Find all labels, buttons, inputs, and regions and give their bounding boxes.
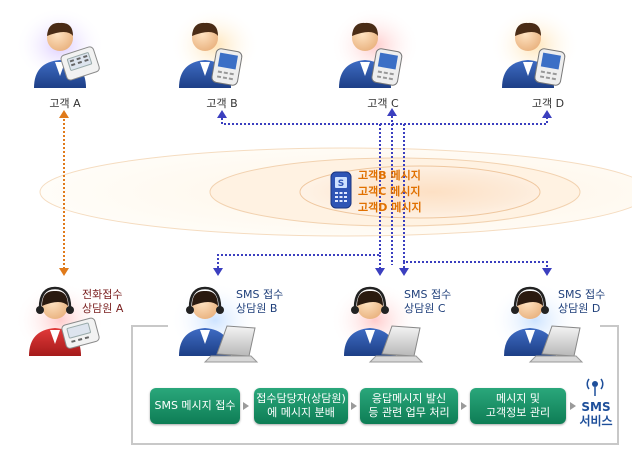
customer-b-figure	[179, 22, 243, 88]
inner-ellipse	[299, 165, 541, 219]
message-customer-d: 고객D 메시지	[358, 201, 422, 214]
customer-c-figure	[339, 22, 403, 88]
customer-c-label: 고객 C	[367, 97, 399, 110]
agent-a-label: 전화접수 상담원 A	[82, 288, 124, 315]
headset-icon	[188, 286, 222, 309]
step-distribute: 접수담당자(상담원) 에 메시지 분배	[254, 388, 348, 424]
step-reply-process: 응답메시지 발신 등 관련 업무 처리	[360, 388, 458, 424]
customer-d-label: 고객 D	[531, 97, 565, 110]
desk-phone-icon	[61, 317, 100, 349]
customer-d-figure	[502, 22, 566, 88]
laptop-icon	[203, 325, 259, 363]
step-sms-receive: SMS 메시지 접수	[150, 388, 240, 424]
sms-flow-lines	[217, 112, 548, 270]
laptop-icon	[368, 325, 424, 363]
agent-b-figure	[179, 286, 259, 363]
agent-d-figure	[504, 286, 584, 363]
customer-a-label: 고객 A	[49, 97, 81, 110]
headset-icon	[513, 286, 547, 309]
message-list: 고객B 메시지 고객C 메시지 고객D 메시지	[358, 168, 422, 216]
antenna-icon	[586, 378, 604, 396]
process-frame	[131, 325, 619, 445]
svg-text:S: S	[338, 179, 344, 189]
agent-d-label: SMS 접수 상담원 D	[558, 288, 606, 315]
cellphone-icon	[371, 48, 403, 86]
cellphone-icon	[211, 48, 243, 86]
sms-service-label: SMS 서비스	[579, 400, 613, 428]
agent-b-label: SMS 접수 상담원 B	[236, 288, 284, 315]
message-customer-b: 고객B 메시지	[358, 169, 421, 182]
message-customer-c: 고객C 메시지	[358, 185, 421, 198]
agent-c-figure	[344, 286, 424, 363]
customer-a-figure	[34, 22, 100, 88]
customer-b-label: 고객 B	[206, 97, 238, 110]
laptop-icon	[528, 325, 584, 363]
headset-icon	[353, 286, 387, 309]
mobile-phone-icon: S	[330, 171, 352, 209]
headset-icon	[38, 286, 72, 309]
desk-phone-icon	[60, 46, 100, 81]
agent-a-figure	[29, 286, 100, 356]
cellphone-icon	[534, 48, 566, 86]
agent-c-label: SMS 접수 상담원 C	[404, 288, 452, 315]
step-manage-info: 메시지 및 고객정보 관리	[470, 388, 566, 424]
step-arrows	[243, 402, 576, 410]
